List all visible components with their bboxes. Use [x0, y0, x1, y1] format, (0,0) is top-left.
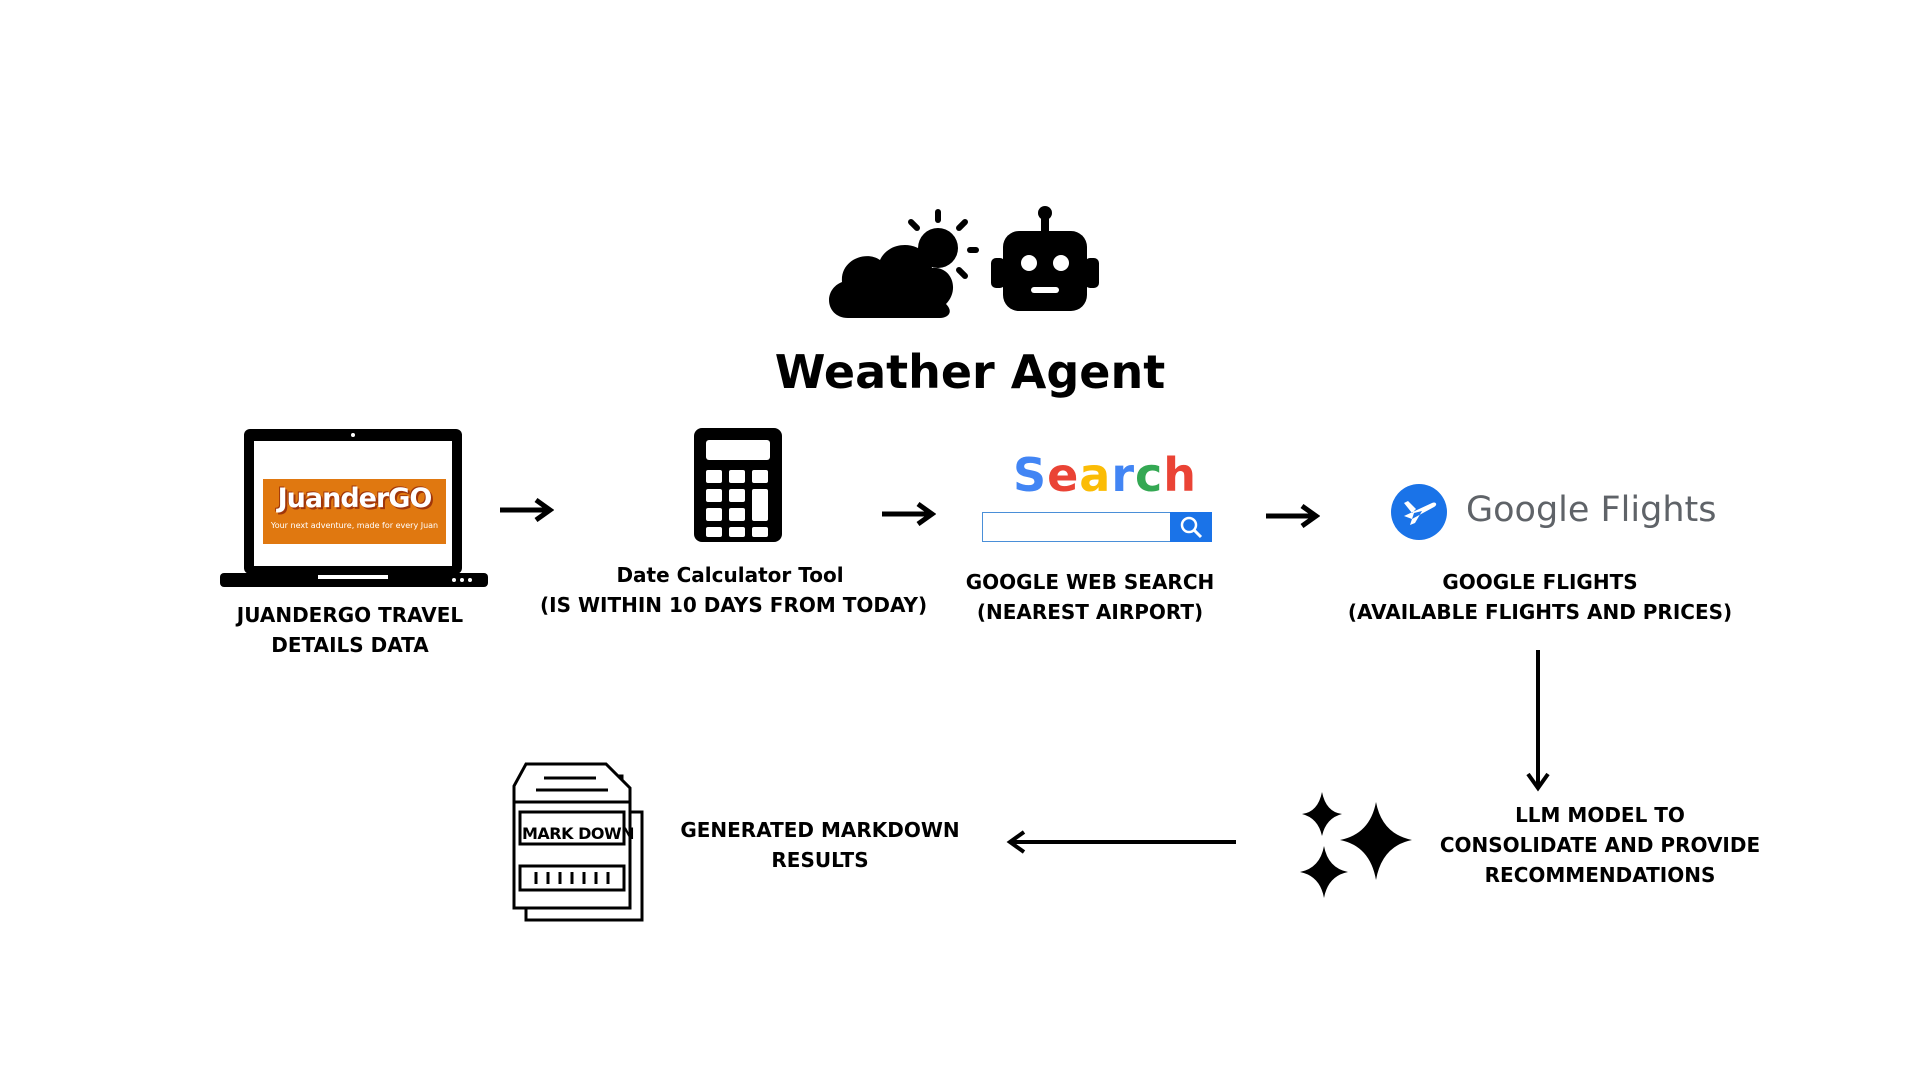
arrow-right-icon — [1266, 504, 1320, 528]
airplane-icon — [1391, 484, 1447, 540]
date-tool-label-line1: Date Calculator Tool — [616, 563, 844, 587]
llm-label-line3: RECOMMENDATIONS — [1484, 863, 1716, 887]
sparkles-icon — [1300, 792, 1412, 898]
date-tool-label-line2: (IS WITHIN 10 DAYS FROM TODAY) — [540, 593, 928, 617]
flights-label-line1: GOOGLE FLIGHTS — [1442, 570, 1638, 594]
calculator-icon — [694, 428, 782, 542]
flights-label-line2: (AVAILABLE FLIGHTS AND PRICES) — [1347, 600, 1733, 624]
robot-icon — [991, 206, 1099, 311]
llm-label-line1: LLM MODEL TO — [1515, 803, 1685, 827]
web-search-label: GOOGLE WEB SEARCH (NEAREST AIRPORT) — [940, 567, 1240, 627]
arrow-right-icon — [882, 502, 936, 526]
page-title: Weather Agent — [774, 345, 1166, 399]
arrow-right-icon — [500, 498, 554, 522]
search-letter: a — [1079, 448, 1112, 502]
search-letter: e — [1047, 448, 1080, 502]
juandergo-logo-tagline: Your next adventure, made for every Juan — [270, 521, 439, 530]
markdown-label-line1: GENERATED MARKDOWN — [680, 818, 960, 842]
web-search-label-line2: (NEAREST AIRPORT) — [976, 600, 1204, 624]
markdown-label-line2: RESULTS — [771, 848, 869, 872]
search-letter: h — [1163, 448, 1198, 502]
flights-label: GOOGLE FLIGHTS (AVAILABLE FLIGHTS AND PR… — [1330, 567, 1750, 627]
search-letter: S — [1012, 448, 1048, 502]
search-icon — [1180, 516, 1203, 539]
markdown-label: GENERATED MARKDOWN RESULTS — [670, 815, 970, 875]
travel-data-label-line2: DETAILS DATA — [271, 633, 429, 657]
arrow-left-icon — [1006, 830, 1236, 854]
document-icon — [512, 762, 644, 922]
arrow-down-icon — [1526, 650, 1550, 792]
google-flights-wordmark: Google Flights — [1466, 490, 1717, 530]
search-letter: c — [1135, 448, 1164, 502]
cloud-sun-icon — [829, 209, 979, 318]
llm-label-line2: CONSOLIDATE AND PROVIDE — [1439, 833, 1761, 857]
web-search-label-line1: GOOGLE WEB SEARCH — [965, 570, 1215, 594]
juandergo-logo-text: JuanderGO — [277, 483, 433, 514]
juandergo-logo — [263, 479, 446, 544]
date-tool-label: Date Calculator Tool (IS WITHIN 10 DAYS … — [540, 560, 928, 620]
travel-data-label-line1: JUANDERGO TRAVEL — [236, 603, 464, 627]
travel-data-label: JUANDERGO TRAVEL DETAILS DATA — [200, 600, 500, 660]
search-letter: r — [1111, 448, 1136, 502]
search-button — [1170, 512, 1212, 542]
search-wordmark: Search — [1010, 448, 1200, 502]
llm-label: LLM MODEL TO CONSOLIDATE AND PROVIDE REC… — [1430, 800, 1770, 890]
markdown-icon-text: MARK DOWN — [521, 824, 635, 843]
